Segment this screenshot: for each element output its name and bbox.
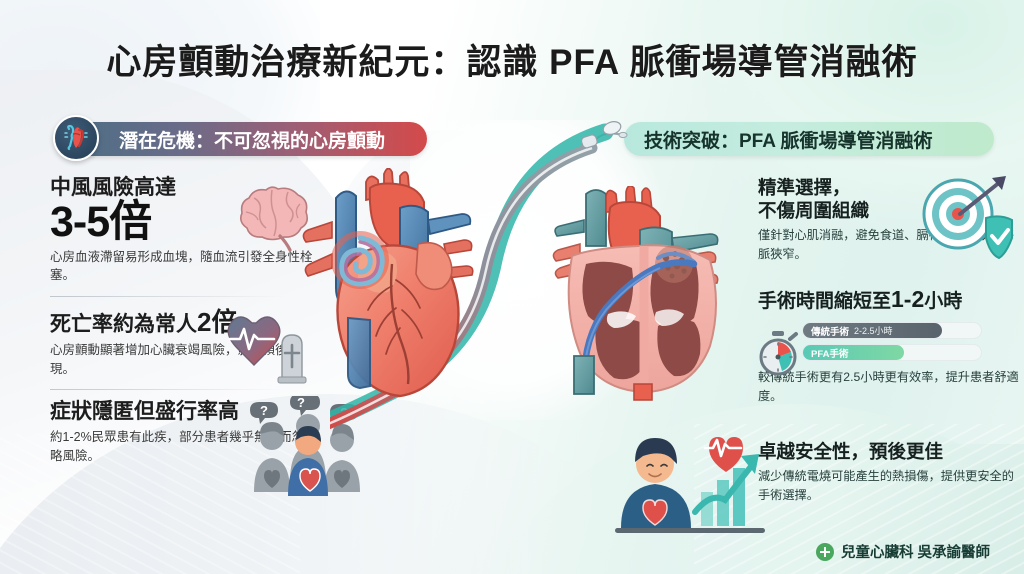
heart-icon — [53, 115, 99, 161]
anatomical-heart-illustration — [302, 168, 474, 398]
right-section-banner: 技術突破：PFA 脈衝場導管消融術 — [624, 122, 994, 156]
footer-credit: 兒童心臟科 吳承諭醫師 — [815, 541, 990, 562]
right-banner-label: 技術突破：PFA 脈衝場導管消融術 — [644, 130, 933, 152]
background-corner-tint — [724, 444, 1024, 574]
left-block-mortality: 死亡率約為常人2倍 心房顫動顯著增加心臟衰竭風險，影響預後表現。 — [50, 307, 315, 384]
right-block-2-heading-number: 1-2 — [891, 286, 925, 313]
left-divider-2 — [50, 389, 285, 391]
left-section-banner: 潛在危機：不可忽視的心房顫動 — [75, 122, 427, 156]
right-block-2-heading-pre: 手術時間縮短至 — [758, 291, 892, 313]
left-block-2-heading-text: 死亡率約為常人 — [50, 313, 197, 337]
left-block-1-stat: 3-5倍 — [50, 197, 152, 246]
left-block-3-description: 約1-2%民眾患有此疾，部分患者幾乎無感而忽略風險。 — [50, 430, 305, 463]
heart-cross-section-illustration — [552, 186, 719, 401]
right-block-precision: 精準選擇， 不傷周圍組織 僅針對心肌消融，避免食道、膈神經損傷或肺靜脈狹窄。 — [758, 176, 1024, 264]
right-block-duration: 手術時間縮短至1-2小時 傳統手術 2-2.5小時 — [758, 286, 1024, 406]
pfa-catheter-curve — [330, 121, 622, 430]
right-block-1-heading-line2: 不傷周圍組織 — [758, 200, 870, 222]
svg-text:?: ? — [297, 396, 305, 410]
left-banner-label: 潛在危機：不可忽視的心房顫動 — [119, 130, 386, 152]
heart-gravestone-icon — [227, 316, 307, 384]
right-block-safety: 卓越安全性，預後更佳 減少傳統電燒可能產生的熱損傷，提供更安全的手術選擇。 — [615, 436, 1024, 533]
left-divider-1 — [50, 296, 285, 298]
left-block-1-description: 心房血液滯留易形成血塊，隨血流引發全身性栓塞。 — [50, 249, 313, 283]
background-hatch-left — [0, 434, 300, 574]
right-block-3-description: 減少傳統電燒可能產生的熱損傷，提供更安全的手術選擇。 — [758, 469, 1014, 502]
patient-growth-icon — [615, 436, 765, 533]
right-block-3-heading: 卓越安全性，預後更佳 — [758, 440, 944, 462]
target-shield-icon — [922, 176, 1013, 260]
footer-credit-text: 兒童心臟科 吳承諭醫師 — [840, 545, 990, 561]
background-hatch-right — [694, 424, 1024, 574]
chart-bar-pfa: PFA手術 — [802, 344, 982, 362]
chart-bar-traditional-label: 傳統手術 — [811, 326, 850, 338]
stopwatch-icon — [759, 331, 798, 376]
right-content-column: 精準選擇， 不傷周圍組織 僅針對心肌消融，避免食道、膈神經損傷或肺靜脈狹窄。 手… — [615, 176, 1024, 533]
left-content-column: 中風風險高達 3-5倍 心房血液滯留易形成血塊，隨血流引發全身性栓塞。 — [50, 176, 360, 497]
chart-bar-pfa-fill: PFA手術 — [803, 345, 905, 361]
left-block-1-heading: 中風風險高達 — [50, 176, 176, 199]
chart-bar-traditional-fill: 傳統手術 2-2.5小時 — [803, 323, 942, 339]
page-title: 心房顫動治療新紀元：認識 PFA 脈衝場導管消融術 — [106, 43, 918, 82]
chart-bar-traditional-value: 2-2.5小時 — [854, 326, 893, 337]
left-block-stroke-risk: 中風風險高達 3-5倍 心房血液滯留易形成血塊，隨血流引發全身性栓塞。 — [50, 176, 315, 285]
medical-cross-icon — [815, 542, 834, 561]
left-block-prevalence: ??? 症狀隱匿但盛行率高 約1-2%民眾患有此疾，部分患者幾乎無感而忽略風險。 — [50, 396, 360, 497]
right-block-2-heading-post: 小時 — [924, 291, 963, 313]
surgery-time-comparison-chart: 傳統手術 2-2.5小時 PFA手術 — [758, 322, 1024, 376]
svg-text:?: ? — [260, 403, 268, 418]
right-block-2-description: 較傳統手術更有2.5小時更有效率，提升患者舒適度。 — [758, 370, 1019, 403]
chart-bar-traditional: 傳統手術 2-2.5小時 — [802, 322, 982, 340]
brain-icon — [240, 186, 308, 252]
chart-bar-pfa-label: PFA手術 — [811, 348, 849, 360]
left-block-3-heading: 症狀隱匿但盛行率高 — [50, 400, 239, 424]
right-block-2-heading: 手術時間縮短至1-2小時 — [758, 286, 1024, 313]
right-block-1-heading-line1: 精準選擇， — [758, 177, 851, 198]
